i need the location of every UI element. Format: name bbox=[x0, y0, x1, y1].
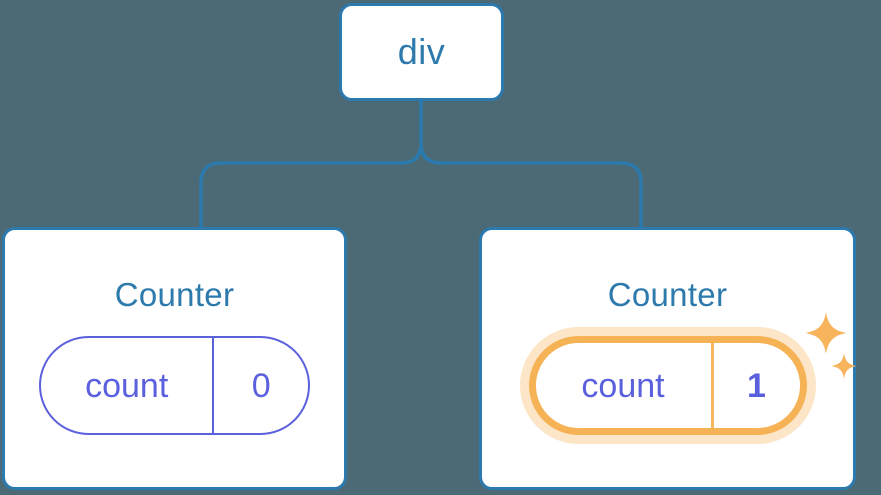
state-key-cell: count bbox=[536, 343, 711, 428]
sparkle-icon bbox=[804, 312, 847, 354]
state-key-label: count bbox=[581, 366, 665, 405]
state-value-label: 1 bbox=[747, 366, 766, 405]
node-counter-right[interactable]: Counter count 1 bbox=[479, 227, 857, 490]
state-key-label: count bbox=[85, 366, 169, 405]
node-div[interactable]: div bbox=[339, 3, 504, 101]
state-value-cell: 0 bbox=[212, 338, 308, 433]
node-div-label: div bbox=[397, 31, 446, 72]
state-value-cell: 1 bbox=[710, 343, 800, 428]
connector-left bbox=[199, 99, 423, 229]
counter-right-state-wrap: count 1 bbox=[528, 312, 857, 435]
counter-right-title: Counter bbox=[607, 276, 728, 313]
node-counter-left[interactable]: Counter count 0 bbox=[2, 227, 347, 490]
connector-right bbox=[419, 99, 643, 229]
state-pill-count-right[interactable]: count 1 bbox=[528, 336, 807, 435]
state-value-label: 0 bbox=[251, 366, 271, 405]
state-key-cell: count bbox=[41, 338, 212, 433]
counter-left-title: Counter bbox=[114, 276, 235, 313]
counter-left-state-wrap: count 0 bbox=[39, 336, 310, 435]
sparkle-icon bbox=[830, 353, 857, 379]
state-pill-count-left[interactable]: count 0 bbox=[39, 336, 310, 435]
